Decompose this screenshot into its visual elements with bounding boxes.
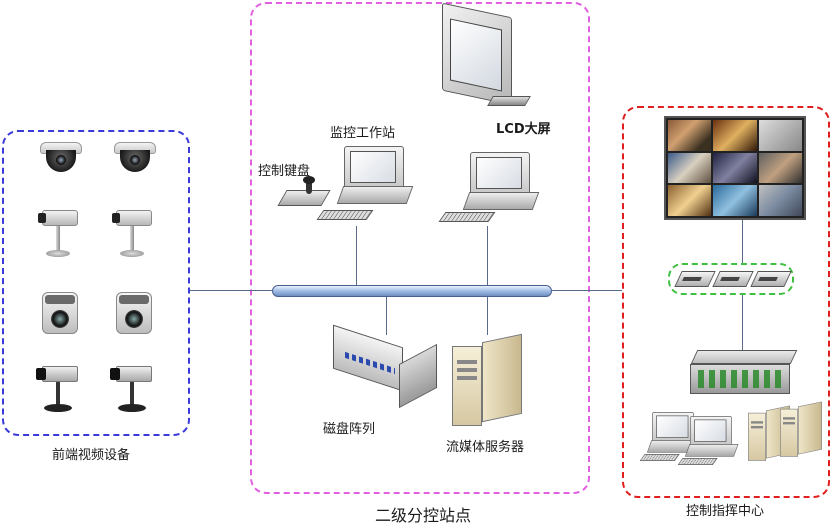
pc-icon bbox=[639, 412, 701, 461]
server-icon bbox=[748, 405, 790, 461]
lcd-monitor-icon bbox=[442, 2, 532, 110]
dome-camera-icon bbox=[40, 142, 82, 174]
network-bus bbox=[272, 285, 552, 297]
streaming-server-label: 流媒体服务器 bbox=[446, 440, 525, 455]
cube-camera-icon bbox=[116, 292, 152, 336]
bullet-camera-icon bbox=[36, 362, 80, 414]
disk-array-label: 磁盘阵列 bbox=[323, 422, 376, 437]
dome-camera-icon bbox=[114, 142, 156, 174]
keyboard-controller-icon bbox=[277, 176, 332, 210]
wire-front-to-bus bbox=[190, 290, 272, 291]
wire-workstation-to-bus bbox=[356, 226, 357, 285]
wire-encoders-to-switch bbox=[742, 295, 743, 350]
wire-lcd-pc-to-bus bbox=[487, 226, 488, 285]
pc-icon bbox=[316, 146, 414, 226]
monitor-station-label: 监控工作站 bbox=[330, 126, 396, 141]
encoder-group bbox=[668, 263, 794, 295]
box-camera-icon bbox=[112, 208, 154, 258]
cube-camera-icon bbox=[42, 292, 78, 336]
bullet-camera-icon bbox=[110, 362, 154, 414]
box-camera-icon bbox=[38, 208, 80, 258]
wire-bus-to-server bbox=[487, 297, 488, 335]
disk-array-icon bbox=[333, 324, 441, 416]
server-icon bbox=[452, 333, 524, 430]
wire-bus-to-disk bbox=[386, 297, 387, 335]
network-switch-icon bbox=[690, 350, 798, 400]
command-center-group bbox=[622, 106, 830, 498]
sub-control-station-group bbox=[250, 2, 590, 494]
video-wall-icon bbox=[664, 116, 806, 220]
wire-bus-to-center bbox=[552, 290, 622, 291]
server-icon bbox=[780, 401, 822, 457]
pc-icon bbox=[677, 416, 739, 465]
lcd-screen-label: LCD大屏 bbox=[496, 122, 551, 137]
sub-control-station-label: 二级分控站点 bbox=[375, 506, 472, 525]
command-center-label: 控制指挥中心 bbox=[686, 504, 765, 519]
front-devices-group bbox=[2, 130, 190, 436]
pc-icon bbox=[438, 152, 540, 232]
control-keyboard-label: 控制键盘 bbox=[258, 164, 311, 179]
wire-wall-to-encoders bbox=[742, 220, 743, 263]
front-devices-label: 前端视频设备 bbox=[52, 448, 131, 463]
